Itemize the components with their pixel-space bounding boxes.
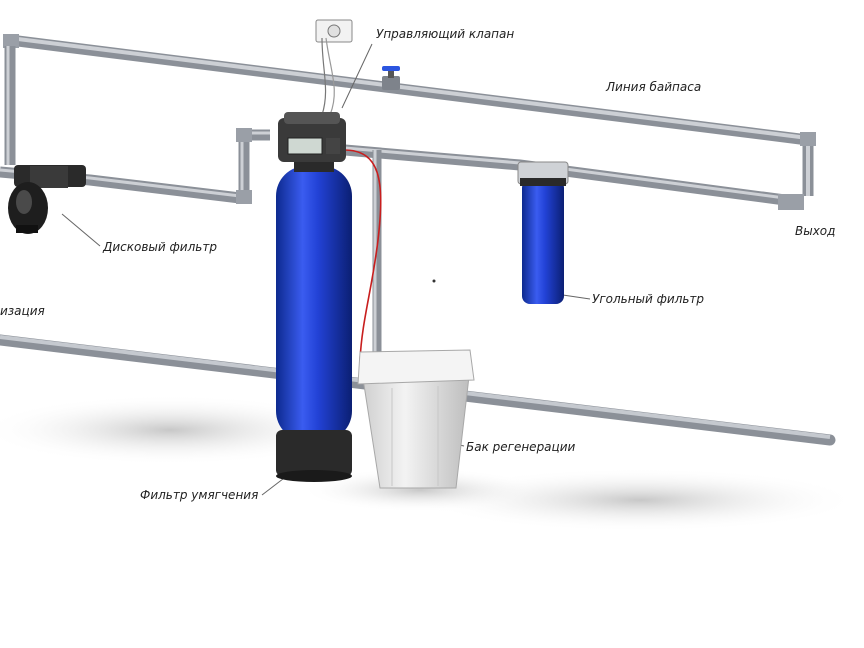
power-outlet — [315, 19, 353, 116]
label-carbon-filter: Угольный фильтр — [592, 292, 705, 306]
label-bypass-line: Линия байпаса — [606, 80, 702, 94]
carbon-filter — [517, 161, 569, 304]
bypass-pipe — [3, 34, 816, 196]
floor-shadow — [0, 395, 860, 532]
label-softening-filter: Фильтр умягчения — [140, 488, 259, 502]
bypass-valve — [382, 66, 400, 90]
outlet-pipe — [344, 144, 804, 210]
label-brine-tank: Бак регенерации — [466, 440, 576, 454]
label-outlet: Выход — [795, 224, 836, 238]
label-disc-filter: Дисковый фильтр — [103, 240, 217, 254]
drain-pipe — [372, 150, 382, 360]
softening-vessel — [276, 152, 352, 482]
control-valve — [278, 112, 346, 162]
control-wire — [343, 149, 382, 361]
label-control-valve: Управляющий клапан — [376, 27, 515, 41]
marker-dot — [432, 279, 436, 283]
brine-tank — [357, 349, 475, 489]
label-sewer: изация — [0, 304, 45, 318]
disc-filter — [8, 165, 86, 234]
